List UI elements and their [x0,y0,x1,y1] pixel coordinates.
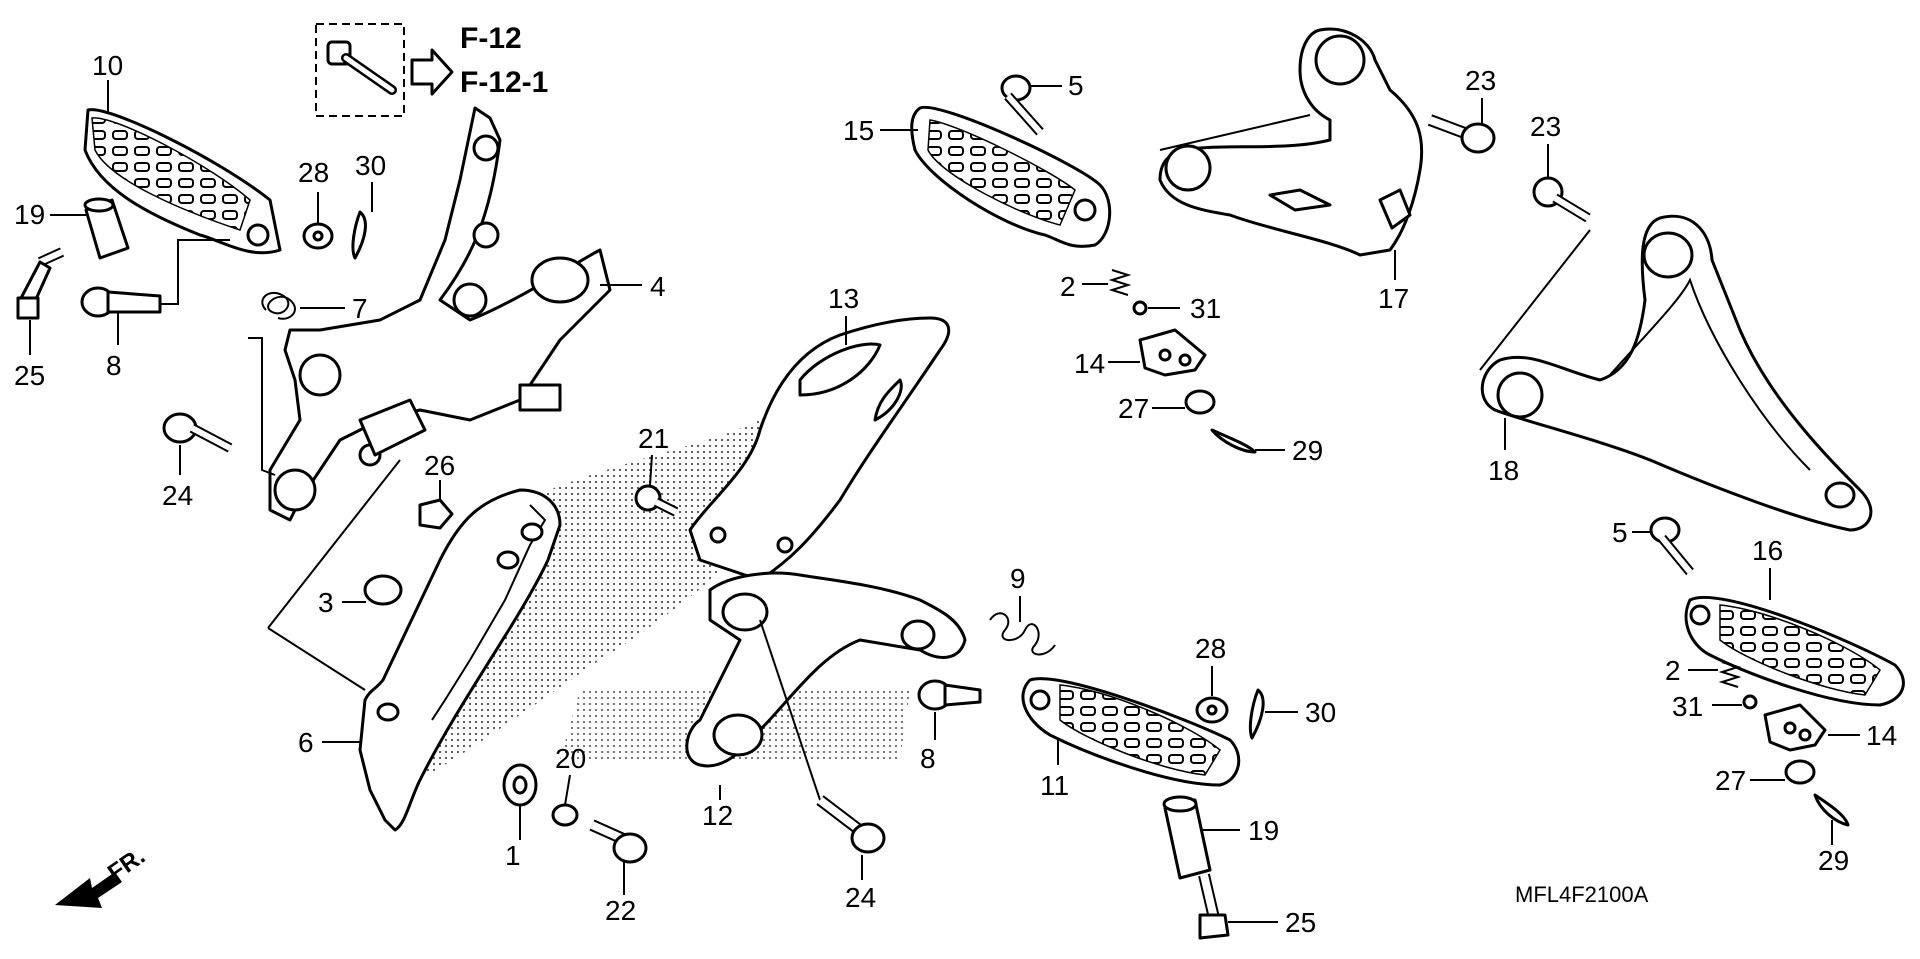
detent-plate-14-right [1763,703,1827,752]
callout-13: 13 [828,283,859,314]
drawing-code: MFL4F2100A [1515,882,1649,907]
pin-8 [80,286,162,318]
nut-26 [418,498,454,530]
callout-14-top: 14 [1074,348,1105,379]
callout-18: 18 [1488,455,1519,486]
bolt-23-second [1532,176,1591,223]
pin-5-top [1000,74,1044,136]
callout-21: 21 [638,423,669,454]
clip-29-right [1813,793,1850,827]
callout-2-right: 2 [1665,655,1681,686]
spring-7 [261,291,296,320]
callout-29-top: 29 [1292,435,1323,466]
pin-8-center [917,679,982,711]
callout-7: 7 [352,293,368,324]
callout-8-center: 8 [920,743,936,774]
callout-29-right: 29 [1818,845,1849,876]
callout-27-right: 27 [1715,765,1746,796]
footpeg-16 [1684,595,1905,707]
callout-30-center: 30 [1305,697,1336,728]
footpeg-15 [910,105,1112,248]
callout-14-right: 14 [1866,720,1897,751]
heel-guard-6 [358,488,562,832]
detent-plate-14-top [1138,328,1207,377]
callout-30: 30 [355,150,386,181]
callout-24-center: 24 [845,882,876,913]
callout-22: 22 [605,895,636,926]
clip-29-top [1210,428,1257,454]
callout-6: 6 [298,727,314,758]
callout-12: 12 [702,800,733,831]
callout-23-second: 23 [1530,111,1561,142]
spring-9 [989,612,1056,656]
callout-19: 19 [14,199,45,230]
callout-8: 8 [106,350,122,381]
callout-25-center: 25 [1285,907,1316,938]
callout-17: 17 [1378,283,1409,314]
callout-16: 16 [1752,535,1783,566]
callout-20: 20 [555,743,586,774]
callout-31-top: 31 [1190,293,1221,324]
washer-28 [302,222,334,250]
cotter-pin-30-center [1248,688,1265,740]
callout-2-top: 2 [1060,271,1076,302]
callout-25: 25 [14,360,45,391]
bracket-18 [1479,214,1873,532]
pin-5-right [1649,516,1694,576]
callout-3: 3 [318,587,334,618]
heel-guard-13 [688,316,951,582]
ball-31-right [1742,694,1758,710]
reference-bolt-box [315,23,454,117]
rubber-1 [502,763,538,807]
bracket-12 [685,571,967,768]
spacer-19-center [1162,795,1212,880]
callout-10: 10 [92,50,123,81]
washer-20 [551,803,579,827]
grommet-3 [363,574,403,606]
callout-23-top: 23 [1465,65,1496,96]
spring-2-top [1108,269,1132,296]
bolt-25-center [1198,873,1230,940]
bolt-24-left [162,412,233,453]
callout-27-top: 27 [1118,393,1149,424]
spring-2-right [1718,661,1742,688]
footpeg-10 [83,108,282,255]
reference-label-f12-1: F-12-1 [460,66,548,99]
callout-28-center: 28 [1195,633,1226,664]
screw-22 [589,819,648,864]
washer-28-center [1195,696,1229,724]
front-direction-arrow-icon [55,872,122,908]
bolt-23-top [1427,114,1496,154]
callout-24-left: 24 [162,480,193,511]
footpeg-11 [1021,677,1241,787]
bracket-17 [1158,27,1424,257]
callout-11: 11 [1040,770,1069,801]
ball-31-top [1132,300,1148,316]
callout-1: 1 [505,840,521,871]
front-bracket-main [268,106,612,522]
callout-26: 26 [424,450,455,481]
callout-5-top: 5 [1068,70,1084,101]
bolt-24-center [816,795,886,854]
bolt-25 [16,247,65,320]
callout-4: 4 [650,271,666,302]
callout-15: 15 [843,115,874,146]
callout-5-right: 5 [1612,517,1628,548]
bolt-21 [634,484,679,517]
callout-19-center: 19 [1248,815,1279,846]
washer-27-top [1184,389,1216,415]
cotter-pin-30 [351,210,367,260]
callout-31-right: 31 [1672,691,1703,722]
reference-label-f12: F-12 [460,22,522,55]
washer-27-right [1784,759,1816,785]
callout-28: 28 [298,157,329,188]
callout-9: 9 [1010,563,1026,594]
spacer-19 [83,197,130,260]
